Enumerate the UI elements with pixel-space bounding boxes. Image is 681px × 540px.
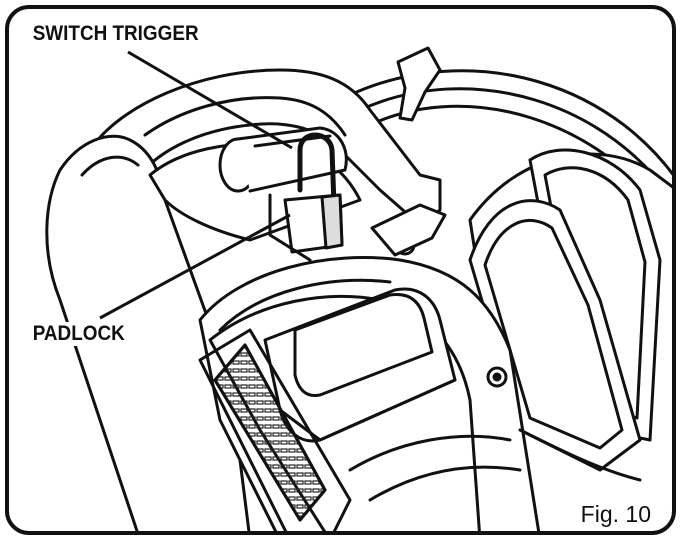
handle-top — [88, 68, 442, 227]
motor-window-inner — [543, 166, 647, 420]
switch-trigger-label: SWITCH TRIGGER — [30, 22, 202, 46]
lower-contour-3 — [518, 428, 642, 482]
switch-trigger-leader — [127, 50, 293, 150]
trigger-groove — [253, 134, 332, 148]
figure-frame — [5, 5, 676, 535]
padlock-label: PADLOCK — [30, 322, 128, 346]
padlock-leader — [99, 213, 291, 320]
side-panel-inset — [483, 219, 624, 450]
blade-guard-outer — [348, 69, 674, 202]
guard-lever — [396, 46, 442, 122]
padlock-shackle — [297, 132, 337, 208]
button-face — [293, 292, 434, 398]
handle-left-inner — [80, 155, 140, 177]
vent-housing — [198, 328, 352, 533]
lower-contour-1 — [348, 434, 512, 472]
front-housing-ridge — [218, 278, 392, 332]
padlock-body-side — [320, 193, 344, 250]
figure-caption: Fig. 10 — [574, 501, 657, 528]
handle-inner-top — [143, 96, 347, 137]
lower-contour-2 — [368, 465, 522, 502]
pivot-lever — [370, 203, 447, 257]
button-edge — [278, 378, 457, 442]
